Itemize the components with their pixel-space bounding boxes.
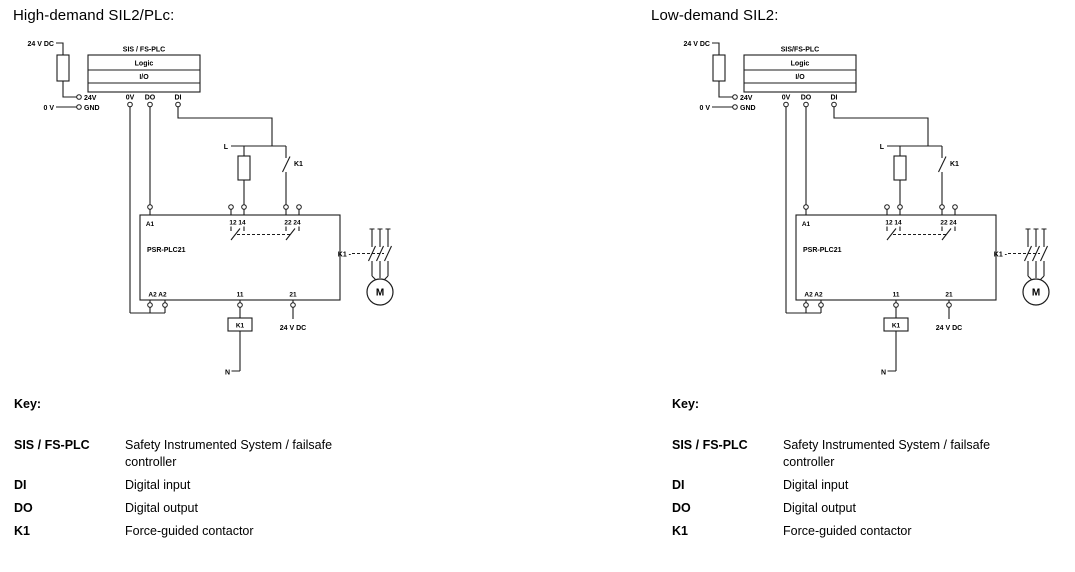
k1-aux-label: K1 [294,161,303,168]
left-diagram-title: High-demand SIL2/PLc: [13,7,175,24]
key-definition: Safety Instrumented System / failsafe co… [783,438,991,469]
terminal-21-label: 21 [289,292,297,299]
supply-label: 24 V DC [684,41,710,48]
neutral-label: N [881,370,886,377]
coil-supply-label: 24 V DC [936,325,962,332]
plc-label: SIS / FS-PLC [123,47,165,54]
terminal-di-label: DI [831,95,838,102]
terminal-24v-label: 24V [740,95,753,102]
key-definition: Safety Instrumented System / failsafe co… [125,438,333,469]
contactor-label: K1 - [338,252,352,259]
terminal-11-label: 11 [893,292,900,299]
circuit-wires-right [711,42,1050,372]
key-definition: Digital input [125,478,191,492]
plc-label: SIS/FS-PLC [781,47,820,54]
key-term: DI [14,478,27,492]
zero-volt-label: 0 V [699,105,710,112]
plc-io-label: I/O [139,74,149,81]
relay-name-label: PSR-PLC21 [803,247,842,254]
terminal-gnd-label: GND [740,105,756,112]
terminals-22-24-label: 22 24 [940,220,957,227]
terminal-gnd-label: GND [84,105,100,112]
key-table: SIS / FS-PLC Safety Instrumented System … [672,437,1002,540]
k1-coil-label: K1 [892,323,901,330]
terminals-a2-label: A2 A2 [804,292,823,299]
motor-label: M [376,288,384,299]
terminal-a1-label: A1 [802,221,811,228]
terminal-di-label: DI [175,95,182,102]
terminals-a2-label: A2 A2 [148,292,167,299]
key-term: SIS / FS-PLC [14,438,90,452]
key-heading: Key: [14,397,42,411]
key-table: SIS / FS-PLC Safety Instrumented System … [14,437,344,540]
terminal-a1-label: A1 [146,221,155,228]
line-label: L [880,144,885,151]
plc-io-label: I/O [795,74,805,81]
left-key: Key: SIS / FS-PLC Safety Instrumented Sy… [14,397,344,540]
zero-volt-label: 0 V [43,105,54,112]
key-definition: Force-guided contactor [783,524,912,538]
right-diagram-title: Low-demand SIL2: [651,7,779,24]
neutral-label: N [225,370,230,377]
key-definition: Digital input [783,478,849,492]
key-definition: Force-guided contactor [125,524,254,538]
relay-name-label: PSR-PLC21 [147,247,186,254]
coil-supply-label: 24 V DC [280,325,306,332]
key-definition: Digital output [783,501,856,515]
terminal-0v-label: 0V [782,95,791,102]
key-term: DI [672,478,685,492]
terminal-24v-label: 24V [84,95,97,102]
left-circuit-labels: 24 V DC 0 V 24V GND SIS / FS-PLC Logic I… [28,41,385,377]
terminals-22-24-label: 22 24 [284,220,301,227]
key-heading: Key: [672,397,700,411]
key-definition: Digital output [125,501,198,515]
k1-coil-label: K1 [236,323,245,330]
circuit-wires-left [55,42,394,372]
motor-label: M [1032,288,1040,299]
terminal-21-label: 21 [945,292,953,299]
right-key: Key: SIS / FS-PLC Safety Instrumented Sy… [672,397,1002,540]
key-term: DO [672,501,691,515]
k1-aux-label: K1 [950,161,959,168]
plc-logic-label: Logic [791,61,810,68]
plc-logic-label: Logic [135,61,154,68]
supply-label: 24 V DC [28,41,54,48]
key-term: K1 [672,524,688,538]
terminal-11-label: 11 [237,292,244,299]
right-circuit-labels: 24 V DC 0 V 24V GND SIS/FS-PLC Logic I/O… [684,41,1041,377]
terminals-12-14-label: 12 14 [885,220,902,227]
key-term: DO [14,501,33,515]
terminal-do-label: DO [145,95,156,102]
terminals-12-14-label: 12 14 [229,220,246,227]
terminal-0v-label: 0V [126,95,135,102]
key-term: K1 [14,524,30,538]
contactor-label: K1 - [994,252,1008,259]
terminal-do-label: DO [801,95,812,102]
line-label: L [224,144,229,151]
key-term: SIS / FS-PLC [672,438,748,452]
